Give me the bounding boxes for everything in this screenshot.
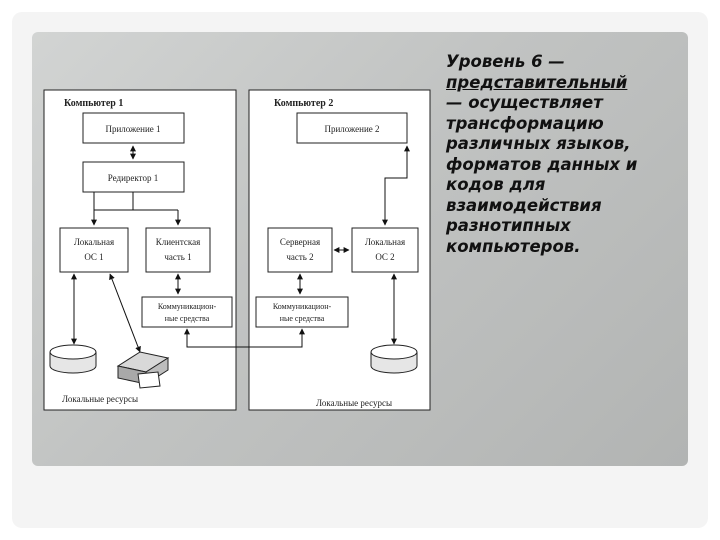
computer1-title: Компьютер 1 <box>64 98 123 109</box>
layer-body: — осуществляет трансформацию различных я… <box>446 93 638 256</box>
local-os2-line2: ОС 2 <box>375 252 394 262</box>
comm-means2-line2: ные средства <box>280 314 325 323</box>
app2-label: Приложение 2 <box>324 124 379 134</box>
comm-means2-box: Коммуникацион- ные средства <box>255 296 349 328</box>
client-part1-line2: часть 1 <box>164 252 191 262</box>
disk1-icon <box>49 344 97 374</box>
arrow-comm1-comm2 <box>184 328 305 348</box>
client-part1-line1: Клиентская <box>156 237 201 247</box>
comm-means2-line1: Коммуникацион- <box>273 302 332 311</box>
disk2-icon <box>370 344 418 374</box>
layer-description: Уровень 6 — представительный — осуществл… <box>446 52 676 257</box>
arrow-os1-printer <box>109 273 141 353</box>
local-resources1-label: Локальные ресурсы <box>62 394 138 404</box>
app2-box: Приложение 2 <box>296 112 408 144</box>
layer-name: представительный <box>446 72 628 92</box>
local-os1-line2: ОС 1 <box>84 252 103 262</box>
local-os2-box: Локальная ОС 2 <box>351 227 419 273</box>
comm-means1-line2: ные средства <box>165 314 210 323</box>
printer-icon <box>116 351 170 389</box>
redirector1-label: Редиректор 1 <box>108 173 158 183</box>
computer2-title: Компьютер 2 <box>274 98 333 109</box>
client-part1-box: Клиентская часть 1 <box>145 227 211 273</box>
comm-means1-box: Коммуникацион- ные средства <box>141 296 233 328</box>
arrow-os2-app2 <box>382 145 410 226</box>
layer-title: Уровень 6 — <box>446 52 565 71</box>
comm-means1-line1: Коммуникацион- <box>158 302 217 311</box>
server-part2-box: Серверная часть 2 <box>267 227 333 273</box>
app1-box: Приложение 1 <box>82 112 185 144</box>
redirector1-box: Редиректор 1 <box>82 161 185 193</box>
server-part2-line2: часть 2 <box>286 252 313 262</box>
server-part2-line1: Серверная <box>280 237 320 247</box>
local-os2-line1: Локальная <box>365 237 405 247</box>
app1-label: Приложение 1 <box>105 124 160 134</box>
local-os1-line1: Локальная <box>74 237 114 247</box>
local-resources2-label: Локальные ресурсы <box>316 398 392 408</box>
local-os1-box: Локальная ОС 1 <box>59 227 129 273</box>
